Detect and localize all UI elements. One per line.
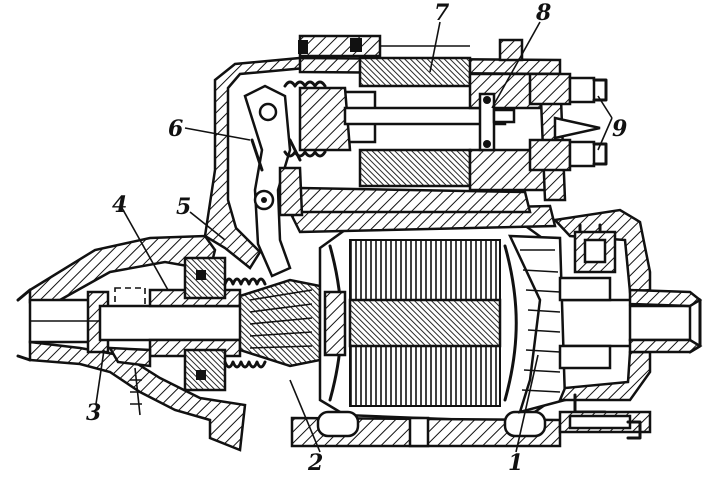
label-5: 5 (176, 194, 191, 220)
label-7: 7 (434, 0, 450, 26)
label-8: 8 (535, 0, 551, 26)
return-spring (223, 277, 267, 369)
brush-holder (573, 230, 617, 274)
yoke (288, 186, 562, 448)
contact-plate (478, 92, 516, 152)
pinion-gear (238, 278, 322, 368)
label-2: 2 (307, 450, 323, 476)
armature (318, 220, 547, 424)
terminals (528, 72, 608, 172)
label-4: 4 (112, 192, 127, 218)
nose-housing (16, 234, 247, 452)
shift-lever (243, 84, 302, 278)
label-1: 1 (508, 450, 523, 476)
leader-lines (95, 21, 613, 453)
clutch-assembly (107, 256, 242, 416)
field-coils (507, 234, 567, 414)
label-6: 6 (168, 116, 183, 142)
front-cover (203, 56, 307, 270)
shaft-left-end (28, 287, 146, 354)
label-3: 3 (86, 400, 101, 426)
label-9: 9 (612, 116, 627, 142)
